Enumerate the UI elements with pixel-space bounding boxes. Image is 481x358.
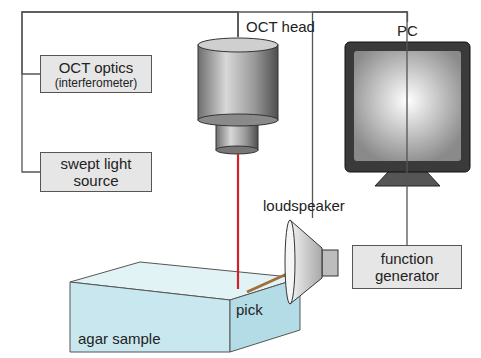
- laser-beam: [237, 154, 239, 289]
- agar-sample: agar sample: [70, 262, 300, 352]
- loudspeaker-symbol: [285, 220, 338, 304]
- oct-head: OCT head: [198, 37, 278, 154]
- node-label: loudspeaker: [263, 197, 345, 214]
- cable: [238, 12, 408, 37]
- function-generator-box: function generator: [352, 245, 462, 289]
- light-source-box: swept light source: [40, 152, 152, 192]
- loudspeaker: loudspeaker: [285, 218, 340, 306]
- node-label: (interferometer): [55, 76, 138, 90]
- cable: [22, 12, 238, 172]
- node-label: PC: [345, 22, 470, 39]
- node-label: agar sample: [78, 330, 161, 347]
- pc: PC: [345, 22, 470, 186]
- optics-box: OCT optics(interferometer): [40, 55, 152, 93]
- part-label: pick: [236, 301, 263, 318]
- node-label: function generator: [357, 250, 457, 284]
- agar-block: [70, 262, 300, 352]
- node-label: OCT head: [246, 18, 315, 35]
- oct-head-cylinder: [198, 38, 278, 154]
- node-label: swept light source: [45, 155, 147, 189]
- node-label: OCT optics: [59, 59, 134, 76]
